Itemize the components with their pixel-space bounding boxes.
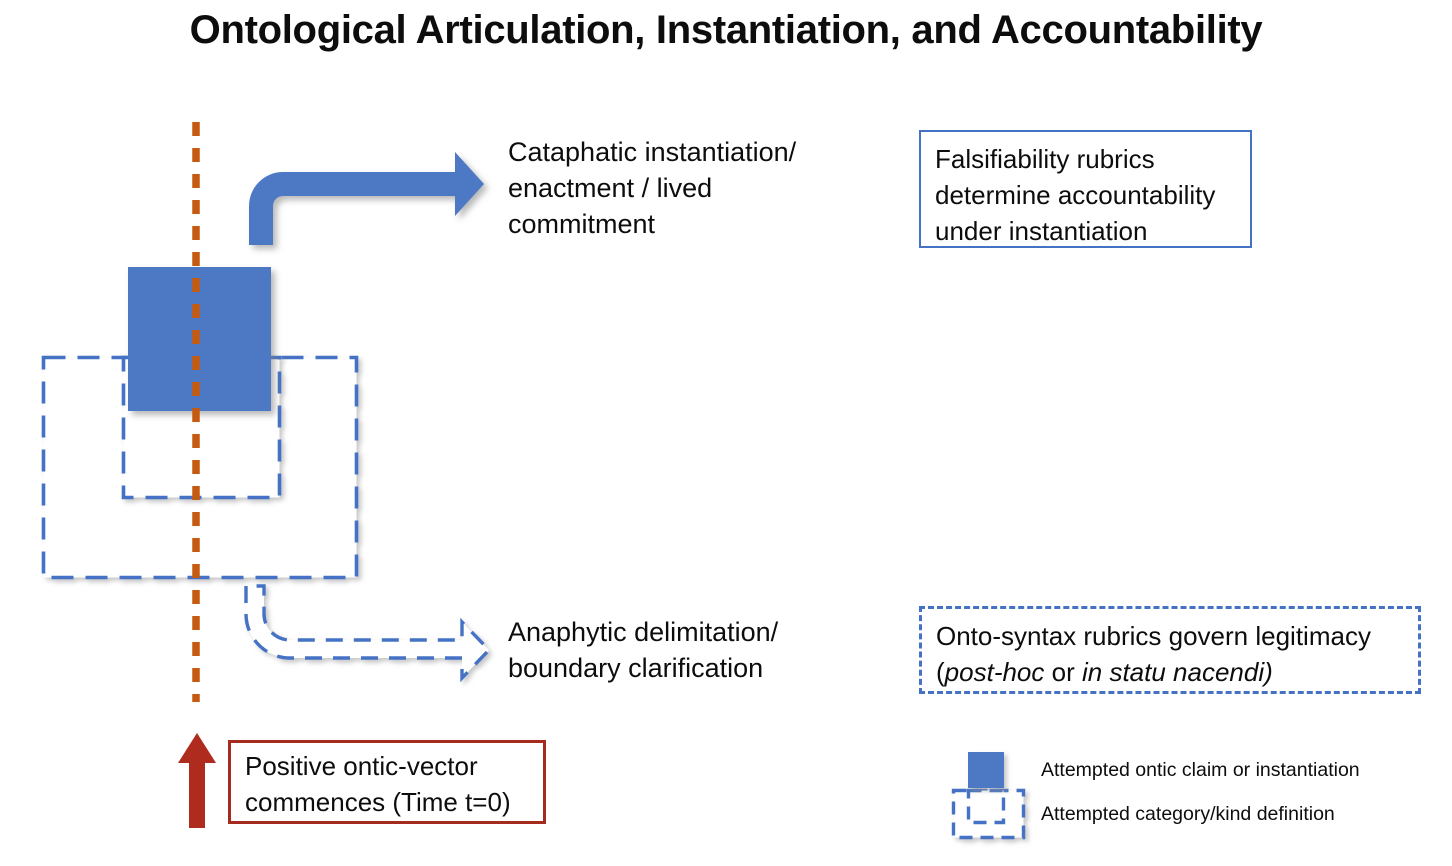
anaphytic-arrow: [244, 584, 492, 683]
onto-syntax-box-text: Onto-syntax rubrics govern legitimacy (p…: [936, 618, 1412, 690]
cataphatic-label-line-1: Cataphatic instantiation/: [508, 137, 797, 167]
falsifiability-box-text: Falsifiability rubrics determine account…: [935, 141, 1244, 249]
cataphatic-label-line-2: enactment / lived: [508, 173, 713, 203]
onto-syntax-post-hoc: post-hoc: [944, 657, 1045, 687]
legend-item-label-category-definition: Attempted category/kind definition: [1041, 803, 1335, 825]
legend-item-label-ontic-claim: Attempted ontic claim or instantiation: [1041, 759, 1360, 781]
onto-syntax-or: or: [1044, 657, 1082, 687]
onto-syntax-line-2: (post-hoc or in statu nacendi): [936, 654, 1412, 690]
ontic-vector-line-2: commences (Time t=0): [245, 787, 511, 817]
falsifiability-line-2: determine accountability: [935, 180, 1216, 210]
legend-icon-dashed-nested-boxes: [951, 788, 1026, 840]
ontic-claim-square: [128, 267, 271, 411]
ontic-vector-line-1: Positive ontic-vector: [245, 751, 478, 781]
page-title: Ontological Articulation, Instantiation,…: [189, 8, 1263, 52]
onto-syntax-paren-open: (: [936, 657, 945, 687]
ontic-vector-arrow: [178, 733, 216, 828]
outer-category-rect: [41, 355, 359, 580]
cataphatic-arrow: [249, 152, 484, 245]
anaphytic-label-line-2: boundary clarification: [508, 653, 764, 683]
legend-icon-solid-square: [968, 752, 1004, 788]
cataphatic-label: Cataphatic instantiation/ enactment / li…: [508, 134, 796, 242]
cataphatic-label-line-3: commitment: [508, 209, 656, 239]
falsifiability-line-3: under instantiation: [935, 216, 1148, 246]
onto-syntax-in-statu-nacendi: in statu nacendi): [1081, 657, 1273, 687]
falsifiability-line-1: Falsifiability rubrics: [935, 144, 1155, 174]
onto-syntax-line-1: Onto-syntax rubrics govern legitimacy: [936, 621, 1371, 651]
onto-syntax-rubrics-box: Onto-syntax rubrics govern legitimacy (p…: [919, 606, 1421, 694]
anaphytic-label: Anaphytic delimitation/ boundary clarifi…: [508, 614, 778, 686]
inner-category-rect: [121, 355, 282, 500]
falsifiability-rubrics-box: Falsifiability rubrics determine account…: [919, 130, 1252, 248]
ontic-vector-box-text: Positive ontic-vector commences (Time t=…: [245, 748, 537, 820]
anaphytic-label-line-1: Anaphytic delimitation/: [508, 617, 779, 647]
positive-ontic-vector-box: Positive ontic-vector commences (Time t=…: [228, 740, 546, 824]
